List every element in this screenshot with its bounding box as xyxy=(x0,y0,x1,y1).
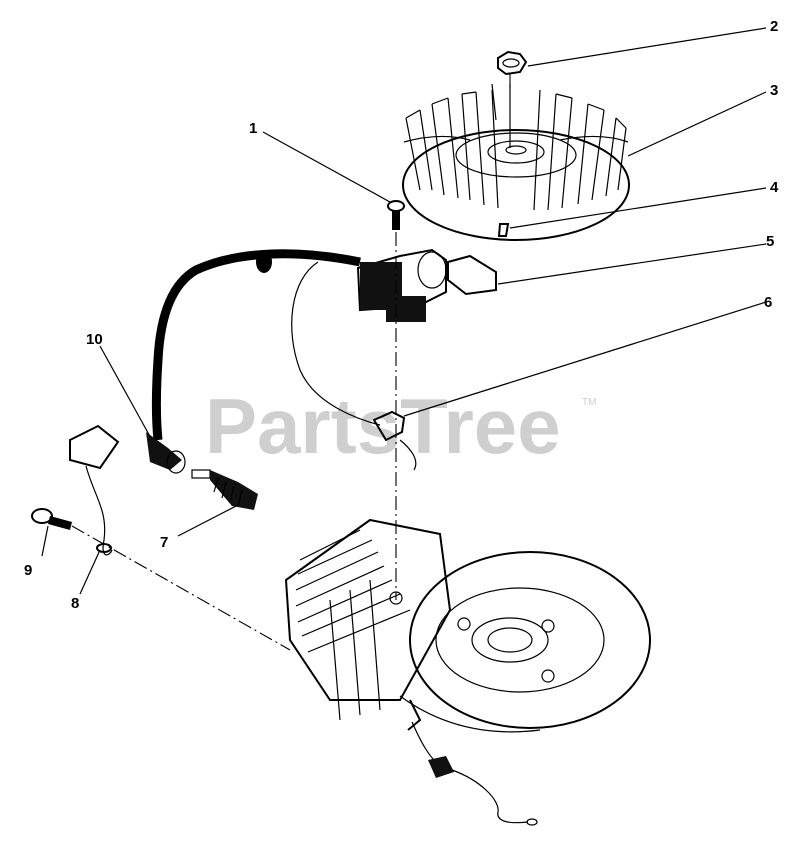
kill-wire xyxy=(411,721,538,826)
callout-9: 9 xyxy=(24,562,32,579)
callout-2: 2 xyxy=(770,18,778,35)
callout-3: 3 xyxy=(770,82,778,99)
engine-block xyxy=(284,518,651,733)
wire-clip xyxy=(69,424,120,556)
air-gap-gauge xyxy=(447,254,497,296)
axis-line xyxy=(71,525,291,651)
ground-wire xyxy=(291,261,381,426)
leader-line-5 xyxy=(497,243,767,285)
flywheel-key xyxy=(497,223,510,237)
leader-line-3 xyxy=(627,91,767,157)
callout-6: 6 xyxy=(764,294,772,311)
callout-10: 10 xyxy=(86,331,103,348)
leader-line-8 xyxy=(79,549,101,595)
leader-line-6 xyxy=(403,301,767,417)
leader-line-4 xyxy=(509,187,767,229)
bolt xyxy=(31,508,72,530)
watermark: PartsTree xyxy=(205,382,561,470)
ignition-coil-lead xyxy=(146,249,361,474)
flywheel xyxy=(402,83,630,241)
screw xyxy=(387,200,405,230)
watermark-trademark: TM xyxy=(582,397,596,408)
leader-line-10 xyxy=(99,345,153,441)
leader-line-7 xyxy=(177,503,241,537)
callout-8: 8 xyxy=(71,595,79,612)
leader-line-2 xyxy=(527,27,767,67)
callout-5: 5 xyxy=(766,233,774,250)
leader-line-9 xyxy=(41,525,49,557)
nut xyxy=(497,50,528,76)
callout-1: 1 xyxy=(249,120,257,137)
callout-4: 4 xyxy=(770,179,779,196)
leader-line-1 xyxy=(262,131,391,203)
ground-clip xyxy=(372,410,417,471)
spark-plug xyxy=(191,469,258,510)
ignition-coil xyxy=(356,248,447,322)
callout-7: 7 xyxy=(160,534,168,551)
